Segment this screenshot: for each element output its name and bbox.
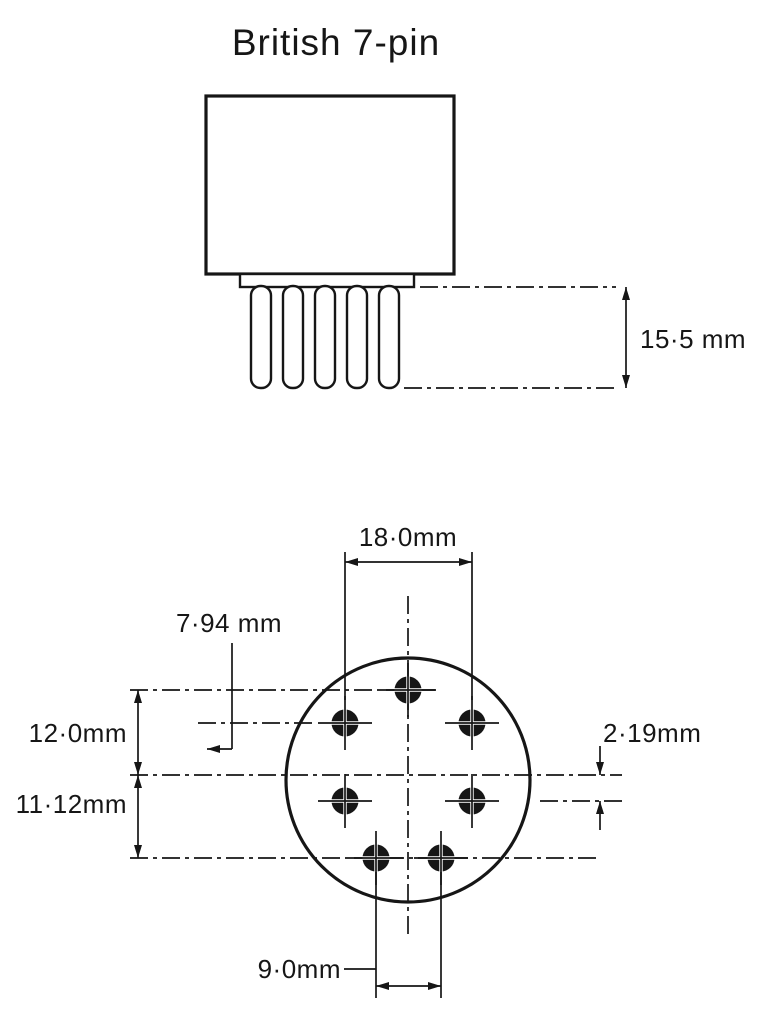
side-view-pins (249, 284, 401, 390)
valve-envelope (204, 94, 456, 276)
bottom-view: 18·0mm 7·94 mm 12·0mm 11·12mm 2·19mm (16, 522, 701, 998)
dim-row-spacing-lower: 11·12mm (16, 775, 142, 858)
pin-mid-left (318, 774, 372, 828)
dim-row-spacing-upper-label: 12·0mm (29, 718, 127, 748)
dim-pin-length: 15·5 mm (404, 286, 746, 389)
pin-upper-right (445, 696, 499, 750)
side-pin (345, 284, 369, 390)
pin-upper-left (318, 696, 372, 750)
dim-pin-span-bottom-label: 9·0mm (258, 954, 341, 984)
pin-mid-right (445, 774, 499, 828)
dim-offset: 7·94 mm (176, 608, 282, 753)
dim-row-spacing-lower-label: 11·12mm (16, 789, 127, 819)
dim-pin-span-top: 18·0mm (344, 522, 473, 700)
dim-pin-length-label: 15·5 mm (640, 324, 746, 354)
diagram-title: British 7-pin (232, 22, 440, 63)
dim-row-spacing-upper: 12·0mm (29, 690, 142, 775)
side-pin (377, 284, 401, 390)
side-view: 15·5 mm (204, 94, 746, 390)
dim-offset-right-label: 2·19mm (603, 718, 701, 748)
side-pin (249, 284, 273, 390)
side-pin (281, 284, 305, 390)
pin-bottom-left (349, 831, 403, 885)
pins (318, 663, 499, 885)
base-circle (284, 656, 532, 904)
dim-pin-span-bottom: 9·0mm (258, 872, 442, 998)
pin-top (381, 663, 435, 717)
side-pin (313, 284, 337, 390)
dim-pin-span-top-label: 18·0mm (359, 522, 457, 552)
dim-offset-label: 7·94 mm (176, 608, 282, 638)
pin-bottom-right (414, 831, 468, 885)
dim-offset-right: 2·19mm (596, 718, 701, 830)
